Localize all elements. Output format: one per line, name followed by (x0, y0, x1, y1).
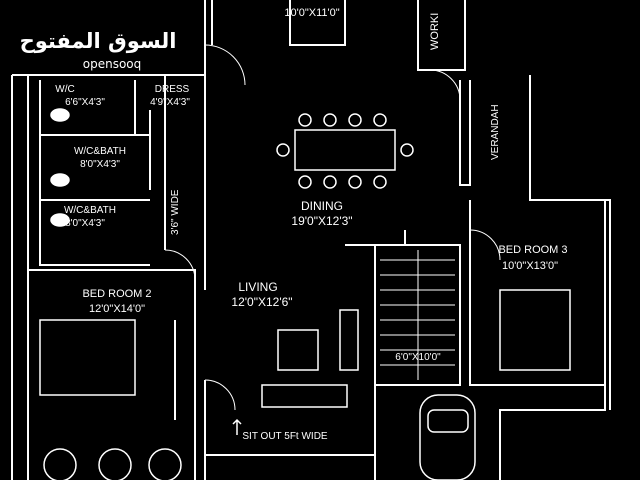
car-outline (419, 394, 476, 480)
top-room-size: 10'0"X11'0" (284, 7, 339, 19)
wc-bath-2-size: 8'0"X4'3" (65, 218, 105, 229)
living-size: 12'0"X12'6" (231, 295, 292, 309)
wet-block-outline (39, 80, 150, 266)
north-entry-wall (204, 0, 213, 75)
dining-label: DINING (301, 199, 343, 213)
sitout-label: SIT OUT 5Ft WIDE (242, 431, 328, 442)
bedroom3-size: 10'0"X13'0" (502, 260, 558, 272)
stair-treads (380, 250, 455, 380)
bed-bedroom3 (499, 289, 571, 371)
bedroom2-walls (28, 269, 196, 480)
stair-size: 6'0"X10'0" (395, 352, 441, 363)
dress-size: 4'9"X4'3" (150, 97, 190, 108)
bedroom2-label: BED ROOM 2 (82, 288, 151, 300)
workshop-walls (417, 0, 466, 71)
wc-bath-1-size: 8'0"X4'3" (80, 159, 120, 170)
verandah-walls (459, 80, 471, 186)
wc-size: 6'6"X4'3" (65, 97, 105, 108)
bedroom2-size: 12'0"X14'0" (89, 303, 145, 315)
top-room-walls (289, 0, 346, 46)
toilets (50, 108, 70, 227)
bed-bedroom2 (39, 319, 136, 396)
workshop-label: WORKI (429, 13, 441, 50)
entry-arrow (232, 418, 242, 435)
bedroom3-walls (469, 200, 605, 386)
corridor-walls (164, 75, 206, 290)
watermark-latin: opensooq (83, 57, 142, 71)
dining-size: 19'0"X12'3" (291, 214, 352, 228)
corridor-width: 3'6" WIDE (170, 189, 181, 235)
east-walls (529, 75, 611, 410)
verandah-label: VERANDAH (490, 104, 501, 160)
bedroom3-label: BED ROOM 3 (498, 244, 567, 256)
dress-label: DRESS (155, 84, 190, 95)
living-furniture (261, 309, 359, 408)
trees (43, 448, 182, 480)
south-east-wall (499, 200, 606, 480)
door-swings (164, 44, 501, 411)
wc-bath-2-label: W/C&BATH (64, 205, 116, 216)
dining-table-set (276, 113, 414, 189)
living-label: LIVING (238, 280, 277, 294)
watermark-arabic: السوق المفتوح (20, 29, 177, 53)
wc-bath-1-label: W/C&BATH (74, 146, 126, 157)
wc-label: W/C (55, 84, 74, 95)
stair-outline (374, 244, 461, 386)
